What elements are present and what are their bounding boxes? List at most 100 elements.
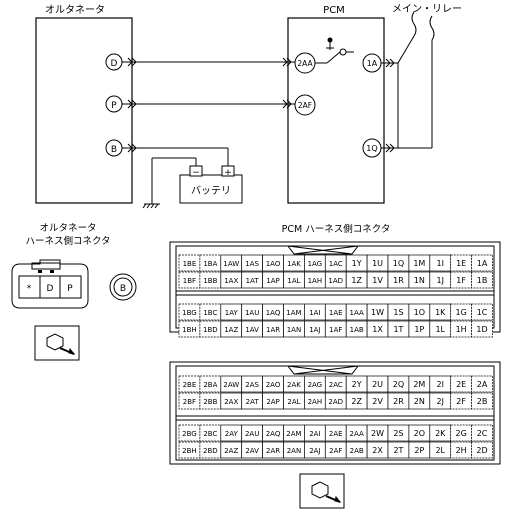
battery-plus: + [224, 168, 232, 178]
svg-text:2AH: 2AH [308, 398, 323, 406]
pin-2au: 2AU [241, 424, 263, 442]
pin-1bd: 1BD [199, 320, 222, 338]
svg-text:2Q: 2Q [393, 380, 404, 389]
pin-2h: 2H [450, 441, 472, 459]
pin-2v: 2V [366, 392, 389, 410]
svg-text:B: B [120, 284, 126, 294]
svg-text:1O: 1O [414, 308, 425, 317]
svg-text:2AU: 2AU [245, 430, 259, 438]
pin-1as: 1AS [241, 254, 263, 272]
svg-text:P: P [67, 284, 73, 294]
pin-2b: 2B [471, 392, 493, 410]
pin-2ai: 2AI [304, 424, 326, 442]
pin-1ab: 1AB [345, 320, 368, 338]
svg-text:2A: 2A [477, 380, 488, 389]
pin-1h: 1H [450, 320, 472, 338]
svg-text:1AW: 1AW [223, 260, 239, 268]
pin-2ax: 2AX [220, 392, 243, 410]
pin-2n: 2N [408, 392, 431, 410]
svg-text:1S: 1S [393, 308, 403, 317]
pcm-terminal-1a: 1A [362, 53, 382, 73]
pin-2o: 2O [408, 424, 431, 442]
pin-2bf: 2BF [178, 392, 201, 410]
pin-1g: 1G [450, 303, 472, 321]
svg-text:1AH: 1AH [308, 277, 323, 285]
svg-text:2S: 2S [393, 429, 403, 438]
svg-text:1W: 1W [371, 308, 384, 317]
pin-1bg: 1BG [178, 303, 201, 321]
pin-1ax: 1AX [220, 271, 243, 289]
pin-1av: 1AV [241, 320, 263, 338]
pin-2aq: 2AQ [262, 424, 284, 442]
pin-1y: 1Y [345, 254, 368, 272]
pin-1ag: 1AG [304, 254, 326, 272]
svg-text:2C: 2C [477, 429, 488, 438]
pin-2a: 2A [471, 375, 493, 393]
svg-text:P: P [111, 101, 117, 111]
pin-1ba: 1BA [199, 254, 222, 272]
svg-text:1AC: 1AC [329, 260, 343, 268]
pin-1ar: 1AR [262, 320, 284, 338]
svg-text:2AL: 2AL [287, 398, 300, 406]
svg-text:1AO: 1AO [266, 260, 281, 268]
svg-text:2B: 2B [477, 397, 488, 406]
pin-2ah: 2AH [304, 392, 326, 410]
alt-connector-label-1: オルタネータ [39, 223, 96, 234]
pcm-box [287, 17, 385, 204]
svg-text:2AC: 2AC [329, 381, 343, 389]
pin-1q: 1Q [387, 254, 410, 272]
pin-2ak: 2AK [283, 375, 305, 393]
pin-1u: 1U [366, 254, 389, 272]
pin-1ac: 1AC [324, 254, 347, 272]
pin-2g: 2G [450, 424, 472, 442]
pin-2p: 2P [408, 441, 431, 459]
pin-1ap: 1AP [262, 271, 284, 289]
pin-1bh: 1BH [178, 320, 201, 338]
svg-text:1AA: 1AA [350, 309, 364, 317]
svg-text:1C: 1C [477, 308, 488, 317]
pin-1ae: 1AE [324, 303, 347, 321]
pin-2c: 2C [471, 424, 493, 442]
pin-1af: 1AF [324, 320, 347, 338]
pin-1b: 1B [471, 271, 493, 289]
pin-2aa: 2AA [345, 424, 368, 442]
pin-2z: 2Z [345, 392, 368, 410]
svg-text:2AQ: 2AQ [266, 430, 281, 438]
svg-text:2I: 2I [437, 380, 444, 389]
svg-text:1BG: 1BG [182, 309, 197, 317]
pin-1c: 1C [471, 303, 493, 321]
svg-text:2AV: 2AV [245, 447, 259, 455]
pin-1z: 1Z [345, 271, 368, 289]
svg-text:2AX: 2AX [224, 398, 238, 406]
alt-terminal-p: P [105, 95, 123, 113]
svg-text:1AI: 1AI [309, 309, 320, 317]
svg-text:D: D [111, 59, 118, 69]
pin-1ai: 1AI [304, 303, 326, 321]
svg-text:1AX: 1AX [224, 277, 238, 285]
pin-1t: 1T [387, 320, 410, 338]
pin-1ad: 1AD [324, 271, 347, 289]
svg-text:1BE: 1BE [183, 260, 197, 268]
svg-text:1AM: 1AM [286, 309, 301, 317]
pin-2ao: 2AO [262, 375, 284, 393]
battery-label: バッテリ [191, 185, 231, 197]
pin-2ap: 2AP [262, 392, 284, 410]
pin-1aj: 1AJ [304, 320, 326, 338]
svg-text:2K: 2K [435, 429, 446, 438]
svg-text:2N: 2N [414, 397, 425, 406]
svg-text:1AB: 1AB [350, 326, 364, 334]
svg-text:2AN: 2AN [287, 447, 301, 455]
svg-text:2AR: 2AR [266, 447, 280, 455]
pin-1ak: 1AK [283, 254, 305, 272]
svg-text:1G: 1G [456, 308, 467, 317]
svg-text:2AW: 2AW [223, 381, 239, 389]
pin-2e: 2E [450, 375, 472, 393]
pin-2ad: 2AD [324, 392, 347, 410]
svg-text:2BE: 2BE [183, 381, 197, 389]
svg-text:2E: 2E [456, 380, 466, 389]
pin-1w: 1W [366, 303, 389, 321]
svg-text:1AT: 1AT [246, 277, 260, 285]
